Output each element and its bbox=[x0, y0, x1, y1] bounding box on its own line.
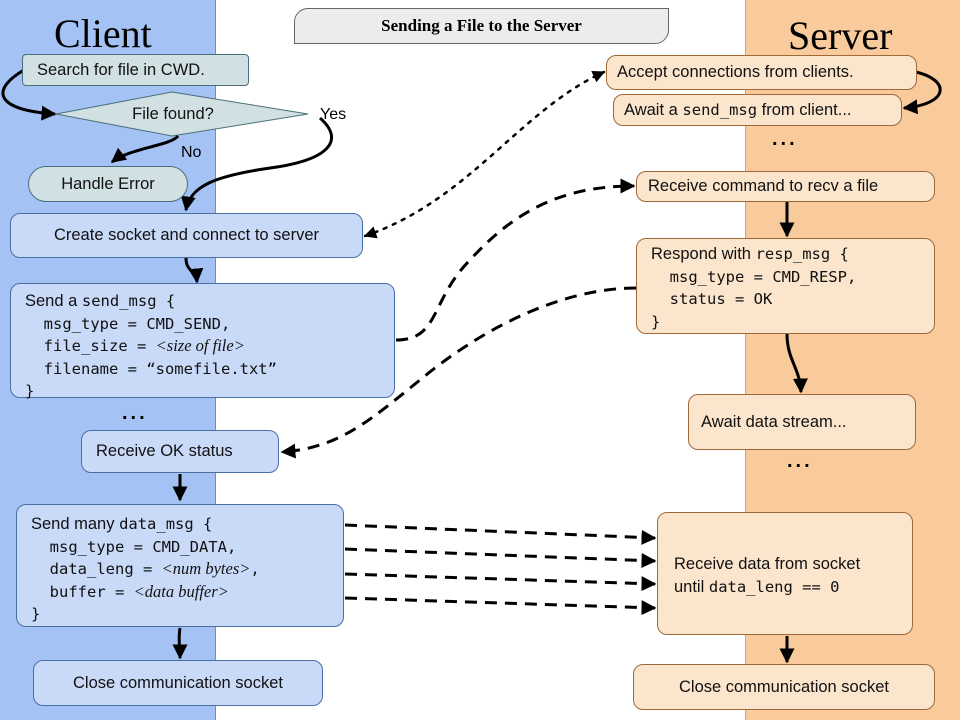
resp-line-1: Respond with resp_msg { bbox=[651, 243, 920, 266]
flow-create-to-send bbox=[184, 257, 204, 284]
server-ellipsis-1: ... bbox=[772, 128, 798, 150]
data-msg-text: Send many bbox=[31, 515, 120, 533]
receive-command-step: Receive command to recv a file bbox=[636, 171, 935, 202]
send-msg-text: Send a bbox=[25, 292, 82, 310]
file-size-value: <size of file> bbox=[155, 336, 245, 355]
data-stream-link-4 bbox=[344, 596, 657, 616]
send-msg-line-4: filename = “somefile.txt” bbox=[25, 359, 277, 378]
flow-decision-no bbox=[110, 134, 180, 164]
handle-error-step: Handle Error bbox=[28, 166, 188, 202]
data-stream-link-3 bbox=[344, 572, 657, 592]
flow-datamsg-to-close bbox=[172, 627, 188, 660]
send-msg-to-server-link bbox=[395, 178, 636, 342]
receive-ok-step: Receive OK status bbox=[81, 430, 279, 473]
data-msg-line-1: Send many data_msg { bbox=[31, 513, 329, 536]
send-msg-line-2: msg_type = CMD_SEND, bbox=[25, 314, 231, 333]
accept-connections-label: Accept connections from clients. bbox=[617, 63, 854, 81]
resp-line-4: } bbox=[651, 312, 661, 331]
send-msg-struct: send_msg { bbox=[81, 292, 176, 310]
data-msg-struct: data_msg { bbox=[119, 515, 213, 533]
resp-line-2: msg_type = CMD_RESP, bbox=[651, 267, 857, 286]
client-ellipsis: ... bbox=[122, 402, 148, 424]
server-lane-title: Server bbox=[788, 13, 893, 58]
recv-data-condition: data_leng == 0 bbox=[708, 577, 840, 596]
connect-dotted-link bbox=[363, 70, 606, 239]
send-msg-line-1: Send a send_msg { bbox=[25, 290, 380, 313]
client-close-step: Close communication socket bbox=[33, 660, 323, 706]
resp-to-client-link bbox=[280, 286, 637, 459]
await-send-msg-code: send_msg bbox=[682, 100, 758, 119]
server-close-step: Close communication socket bbox=[633, 664, 935, 710]
await-text-c: from client... bbox=[757, 100, 852, 119]
data-leng-value: <num bytes> bbox=[161, 559, 251, 578]
receive-ok-label: Receive OK status bbox=[96, 442, 233, 460]
create-socket-label: Create socket and connect to server bbox=[53, 226, 320, 244]
flow-resp-to-await bbox=[785, 333, 808, 394]
decision-diamond bbox=[55, 91, 309, 137]
handle-error-label: Handle Error bbox=[61, 174, 155, 193]
search-file-label: Search for file in CWD. bbox=[37, 60, 205, 79]
recv-data-line-2: until data_leng == 0 bbox=[674, 576, 898, 599]
no-label: No bbox=[181, 144, 202, 161]
data-msg-line-4: buffer = <data buffer> bbox=[31, 581, 329, 604]
diagram-title: Sending a File to the Server bbox=[294, 8, 669, 44]
await-send-msg-step: Await a send_msg from client... bbox=[613, 94, 902, 126]
data-leng-field: data_leng = bbox=[31, 560, 162, 578]
data-msg-line-5: } bbox=[31, 605, 41, 623]
decision-label: File found? bbox=[132, 104, 214, 123]
yes-label: Yes bbox=[320, 106, 347, 123]
await-stream-label: Await data stream... bbox=[701, 412, 847, 431]
await-send-msg-label: Await a send_msg from client... bbox=[624, 101, 852, 120]
send-msg-line-5: } bbox=[25, 382, 35, 400]
client-close-label: Close communication socket bbox=[72, 673, 283, 692]
await-text-a: Await a bbox=[624, 100, 683, 119]
recv-data-line-1: Receive data from socket bbox=[674, 555, 861, 573]
receive-data-step: Receive data from socket until data_leng… bbox=[657, 512, 913, 635]
resp-struct: resp_msg { bbox=[755, 245, 849, 263]
data-stream-link-1 bbox=[344, 523, 657, 545]
await-stream-step: Await data stream... bbox=[688, 394, 916, 450]
buffer-field: buffer = bbox=[31, 582, 134, 601]
accept-connections-step: Accept connections from clients. bbox=[606, 55, 917, 90]
flow-search-to-decision bbox=[1, 68, 57, 121]
respond-step: Respond with resp_msg { msg_type = CMD_R… bbox=[636, 238, 935, 334]
recv-data-until: until bbox=[674, 577, 709, 596]
data-msg-line-3: data_leng = <num bytes>, bbox=[31, 558, 329, 581]
send-msg-step: Send a send_msg { msg_type = CMD_SEND, f… bbox=[10, 283, 395, 400]
resp-line-3: status = OK bbox=[651, 290, 773, 308]
client-lane-title: Client bbox=[54, 11, 152, 56]
file-size-field: file_size = bbox=[25, 337, 156, 355]
data-stream-link-2 bbox=[344, 547, 657, 568]
flow-decision-yes bbox=[180, 116, 333, 212]
resp-text: Respond with bbox=[651, 245, 756, 263]
data-msg-step: Send many data_msg { msg_type = CMD_DATA… bbox=[16, 504, 344, 627]
data-leng-comma: , bbox=[250, 560, 260, 578]
flow-accept-loop bbox=[902, 70, 942, 115]
buffer-value: <data buffer> bbox=[133, 581, 229, 601]
send-msg-line-3: file_size = <size of file> bbox=[25, 335, 380, 358]
server-close-label: Close communication socket bbox=[678, 677, 889, 696]
server-ellipsis-2: ... bbox=[787, 450, 813, 472]
search-file-step: Search for file in CWD. bbox=[22, 54, 249, 86]
create-socket-step: Create socket and connect to server bbox=[10, 213, 363, 258]
data-msg-line-2: msg_type = CMD_DATA, bbox=[31, 537, 237, 556]
receive-command-label: Receive command to recv a file bbox=[648, 177, 879, 195]
